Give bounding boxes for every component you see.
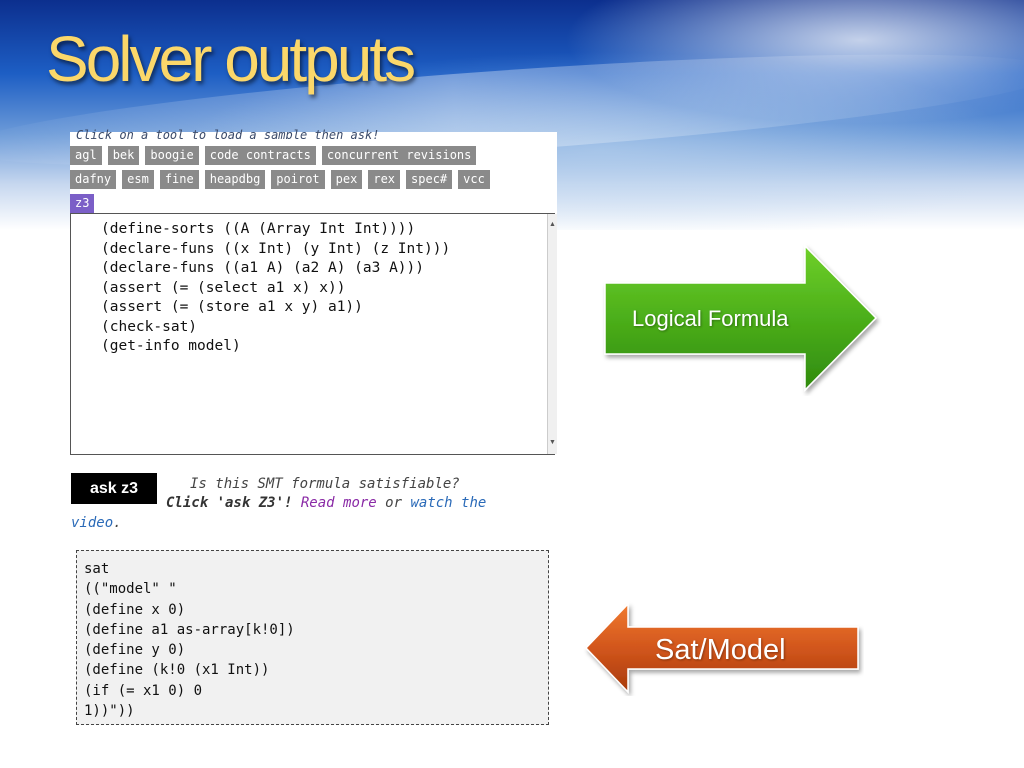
output-line: 1))")) [84,703,135,720]
editor-line[interactable]: (assert (= (select a1 x) x)) [101,279,346,296]
editor-line[interactable]: (declare-funs ((a1 A) (a2 A) (a3 A))) [101,260,425,276]
read-more-link[interactable]: Read more [300,495,377,511]
ask-z3-button[interactable]: ask z3 [71,473,157,504]
ask-instruction: Click 'ask Z3'! [166,495,293,511]
output-line: (define x 0) [84,601,186,618]
tool-hint: Click on a tool to load a sample then as… [76,128,380,139]
logical-formula-arrow [604,244,878,392]
editor-line[interactable]: (declare-funs ((x Int) (y Int) (z Int))) [101,240,451,257]
arrow-right-shape [604,244,878,392]
video-link[interactable]: video [71,515,114,531]
solver-output: sat (("model" " (define x 0) (define a1 as-… [76,550,549,725]
scroll-up-icon[interactable]: ▲ [549,221,556,228]
ask-video-line: video. [71,515,122,531]
output-line: sat [84,561,110,577]
tool-button-agl[interactable]: agl [70,146,102,165]
tool-button-poirot[interactable]: poirot [271,170,325,189]
editor-line[interactable]: (assert (= (store a1 x y) a1)) [101,299,363,315]
solver-output-text: sat (("model" " (define x 0) (define a1 as-… [84,559,295,721]
output-line: (("model" " [84,581,177,598]
tool-button-concurrent-revisions[interactable]: concurrent revisions [321,146,477,165]
editor-line[interactable]: (check-sat) [101,318,198,335]
or-text: or [385,495,403,511]
tool-button-rex[interactable]: rex [368,170,401,189]
tool-button-heapdbg[interactable]: heapdbg [204,170,266,189]
tool-button-pex[interactable]: pex [330,170,363,189]
tool-button-fine[interactable]: fine [159,170,199,189]
editor-line[interactable]: (define-sorts ((A (Array Int Int)))) [101,221,416,237]
tool-button-spec[interactable]: spec# [406,170,453,189]
video-period: . [113,515,122,531]
formula-editor-text[interactable]: (define-sorts ((A (Array Int Int)))) (dec… [101,220,450,357]
tool-button-boogie[interactable]: boogie [145,146,199,165]
slide-title: Solver outputs [46,23,416,95]
tool-button-bek[interactable]: bek [107,146,140,165]
ask-question: Is this SMT formula satisfiable? [190,476,460,492]
logical-formula-label: Logical Formula [632,306,789,331]
output-line: (if (= x1 0) 0 [84,682,203,699]
tool-panel: Click on a tool to load a sample then as… [70,128,557,462]
editor-line[interactable]: (get-info model) [101,338,241,354]
tool-button-z3[interactable]: z3 [70,194,95,213]
tool-button-dafny[interactable]: dafny [70,170,117,189]
output-line: (define y 0) [84,642,186,659]
sat-model-label: Sat/Model [655,634,786,666]
arrow-left-shape [584,602,859,694]
scroll-down-icon[interactable]: ▼ [549,439,556,446]
tool-button-code-contracts[interactable]: code contracts [204,146,316,165]
formula-editor[interactable]: (define-sorts ((A (Array Int Int)))) (dec… [70,213,557,455]
watch-the-link[interactable]: watch the [410,495,487,511]
tool-row-3: z3 [70,194,557,213]
tool-button-vcc[interactable]: vcc [458,170,490,189]
ask-instruction-line: Click 'ask Z3'! Read more or watch the [166,495,486,511]
sat-model-arrow [584,602,859,694]
tool-button-esm[interactable]: esm [122,170,154,189]
output-line: (define a1 as-array[k!0]) [84,621,295,638]
output-line: (define (k!0 (x1 Int)) [84,662,270,679]
editor-scrollbar[interactable]: ▲ ▼ [547,214,557,454]
